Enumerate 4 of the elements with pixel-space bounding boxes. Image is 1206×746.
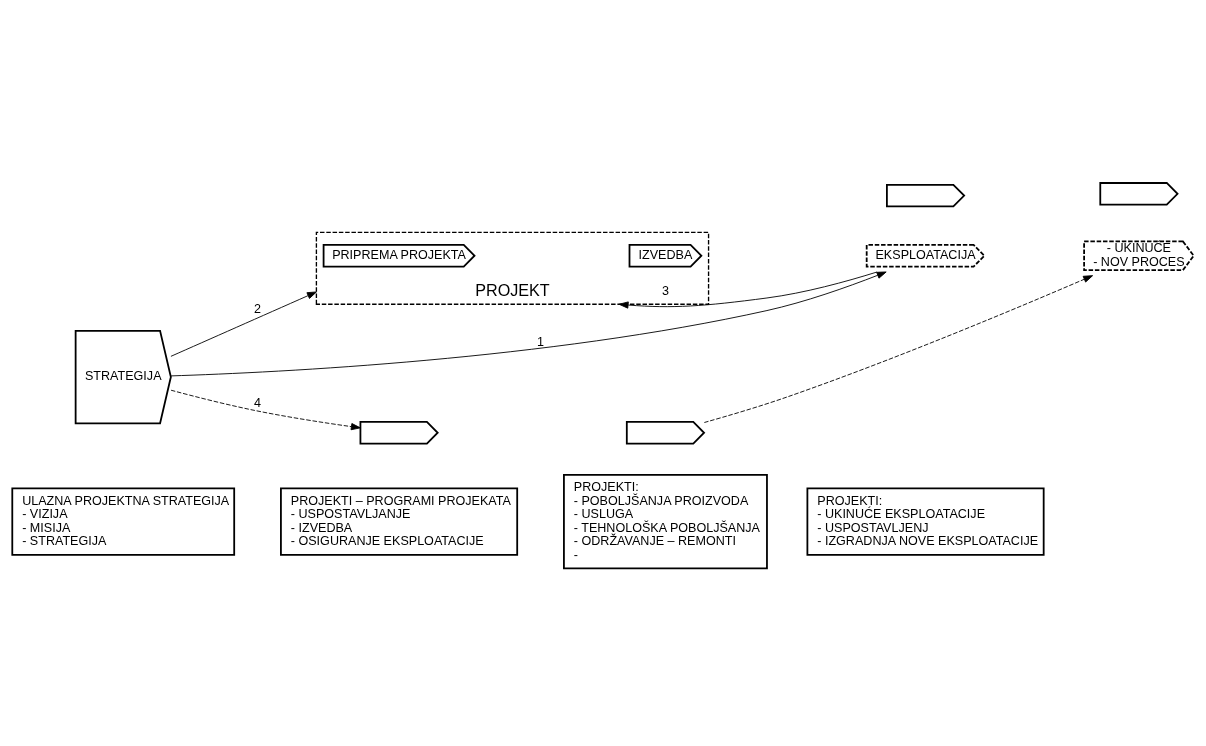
edge-label: 1 — [537, 334, 545, 349]
edge-label: 4 — [254, 395, 262, 410]
edge-label: 2 — [254, 302, 262, 317]
edge-label: 3 — [661, 283, 669, 298]
